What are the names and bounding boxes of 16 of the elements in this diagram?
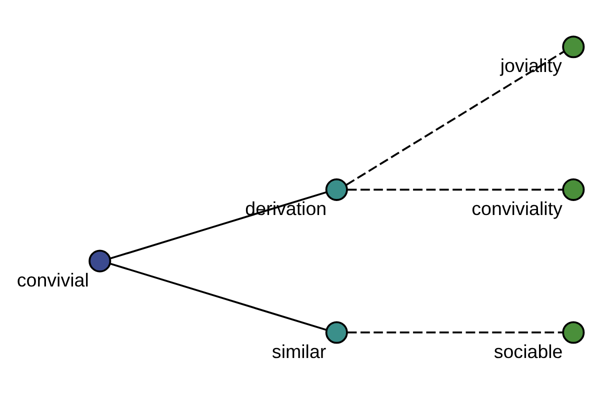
node-circle (562, 36, 585, 58)
connector (110, 262, 327, 331)
node-circle (325, 178, 348, 201)
connector (347, 188, 563, 191)
node-circle (562, 321, 585, 344)
node-label: convivial (16, 269, 89, 290)
connector (346, 50, 564, 186)
connector (110, 191, 327, 260)
node-label: joviality (500, 55, 562, 76)
node-label: conviviality (472, 198, 562, 220)
node-circle (325, 321, 348, 344)
node-circle (88, 250, 112, 272)
node-circle (562, 178, 585, 201)
node-label: similar (272, 340, 326, 362)
connector (347, 332, 563, 334)
node-label: sociable (494, 340, 563, 362)
